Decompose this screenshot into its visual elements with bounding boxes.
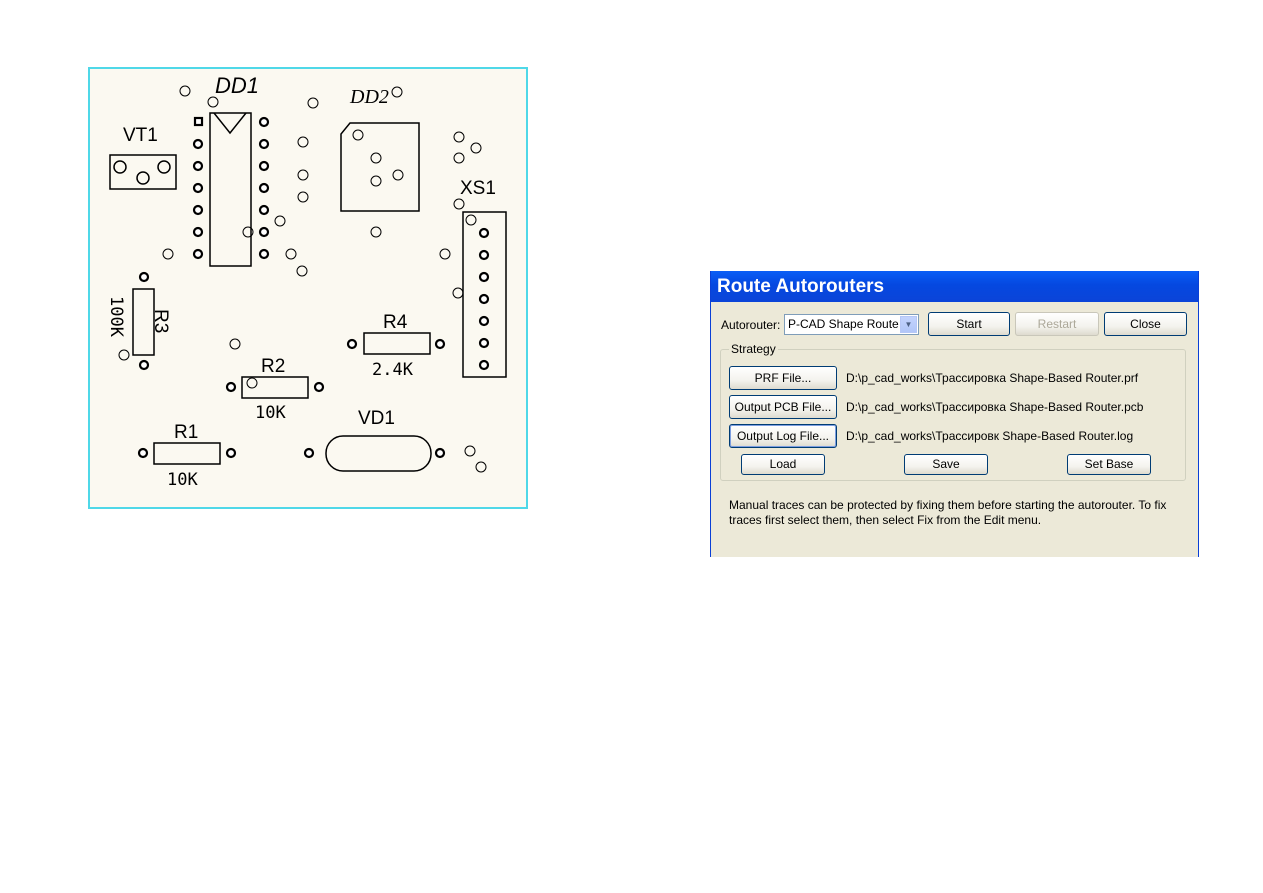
label-vd1: VD1 (358, 408, 395, 429)
chevron-down-icon[interactable]: ▼ (900, 316, 917, 333)
output-log-file-button[interactable]: Output Log File... (729, 424, 837, 448)
pcb-drawing: DD1 DD2 VT1 XS1 R3 100K R4 2.4K R2 10K R… (88, 67, 528, 509)
component-r2 (241, 376, 309, 399)
output-pcb-file-path: D:\p_cad_works\Трассировка Shape-Based R… (846, 400, 1144, 414)
label-dd1: DD1 (215, 73, 259, 98)
component-r1 (153, 442, 221, 465)
output-pcb-file-button[interactable]: Output PCB File... (729, 395, 837, 419)
component-vd1 (325, 435, 432, 472)
component-dd2 (340, 122, 420, 212)
dialog-title: Route Autorouters (711, 271, 1198, 302)
component-dd1 (209, 112, 252, 267)
r4-pins (346, 338, 446, 350)
prf-file-path: D:\p_cad_works\Трассировка Shape-Based R… (846, 371, 1139, 385)
autorouter-label: Autorouter: (721, 318, 781, 332)
label-r2: R2 (261, 356, 285, 377)
output-log-file-path: D:\p_cad_works\Трассировк Shape-Based Ro… (846, 429, 1134, 443)
strategy-group: Strategy (720, 342, 1186, 481)
help-text: Manual traces can be protected by fixing… (729, 498, 1167, 527)
restart-button[interactable]: Restart (1015, 312, 1099, 336)
label-vt1: VT1 (123, 125, 158, 146)
dd1-pins (192, 116, 270, 260)
vd1-pins (303, 447, 446, 459)
close-button[interactable]: Close (1104, 312, 1187, 336)
label-r1-value: 10K (167, 470, 198, 490)
label-r4: R4 (383, 312, 408, 333)
r1-pins (137, 447, 237, 459)
set-base-button[interactable]: Set Base (1067, 454, 1151, 475)
autorouter-select-value: P-CAD Shape Route (788, 317, 899, 331)
label-r4-value: 2.4K (372, 360, 414, 380)
label-r2-value: 10K (255, 403, 286, 423)
label-r3: R3 (150, 309, 171, 333)
prf-file-button[interactable]: PRF File... (729, 366, 837, 390)
label-r1: R1 (174, 422, 198, 443)
component-r3 (132, 288, 155, 356)
component-vt1 (109, 154, 177, 190)
label-xs1: XS1 (460, 178, 496, 199)
component-r4 (363, 332, 431, 355)
save-button[interactable]: Save (904, 454, 988, 475)
strategy-label: Strategy (729, 342, 778, 356)
autorouter-select[interactable]: P-CAD Shape Route ▼ (784, 314, 919, 335)
load-button[interactable]: Load (741, 454, 825, 475)
route-autorouters-dialog: Route Autorouters Autorouter: P-CAD Shap… (710, 271, 1199, 557)
r3-pins (138, 271, 150, 371)
r2-pins (225, 381, 325, 393)
pcb-board: DD1 DD2 VT1 XS1 R3 100K R4 2.4K R2 10K R… (88, 67, 528, 509)
xs1-pins (478, 227, 490, 371)
vias (118, 85, 487, 473)
label-dd2: DD2 (349, 86, 389, 108)
label-r3-value: 100K (106, 296, 126, 338)
start-button[interactable]: Start (928, 312, 1010, 336)
